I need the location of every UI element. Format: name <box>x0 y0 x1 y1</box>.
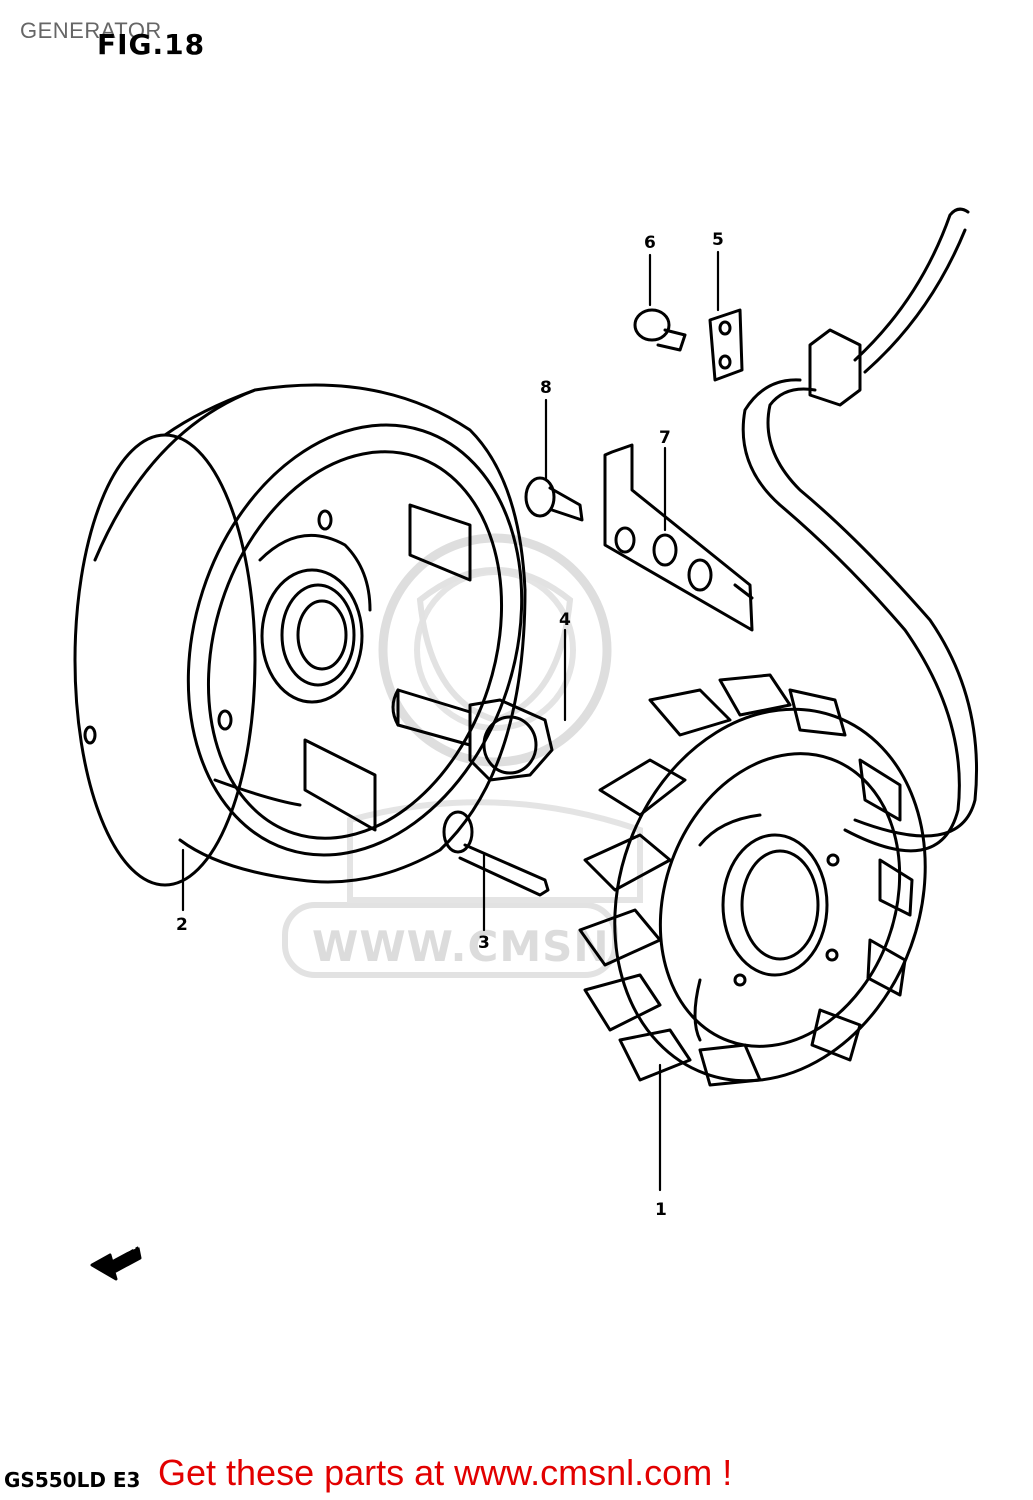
rotor-flywheel <box>73 383 527 887</box>
callout-8: 8 <box>540 378 552 398</box>
page-title: GENERATOR <box>20 18 162 43</box>
clamp-screw-6 <box>633 308 687 352</box>
callout-6: 6 <box>644 233 656 253</box>
promo-link[interactable]: Get these parts at www.cmsnl.com ! <box>158 1452 733 1493</box>
callout-1: 1 <box>655 1200 667 1220</box>
stator <box>578 673 927 1087</box>
stator-lead-wire <box>741 207 979 853</box>
clamp-screw <box>524 476 584 522</box>
lead-wire-clamp <box>603 443 754 632</box>
fwd-arrow <box>90 1246 142 1281</box>
callout-5: 5 <box>712 230 724 250</box>
callout-2: 2 <box>176 915 188 935</box>
rotor-bolt <box>391 688 554 782</box>
model-code: GS550LD E3 <box>4 1468 141 1492</box>
watermark-text: WWW.CMSN <box>312 922 610 971</box>
callout-7: 7 <box>659 428 671 448</box>
callout-3: 3 <box>478 933 490 953</box>
stator-screw <box>442 810 550 897</box>
callout-4: 4 <box>559 610 571 630</box>
figure-label: FIG.18 <box>97 28 206 61</box>
grommet-5 <box>708 308 744 382</box>
leader-lines <box>181 250 720 1192</box>
